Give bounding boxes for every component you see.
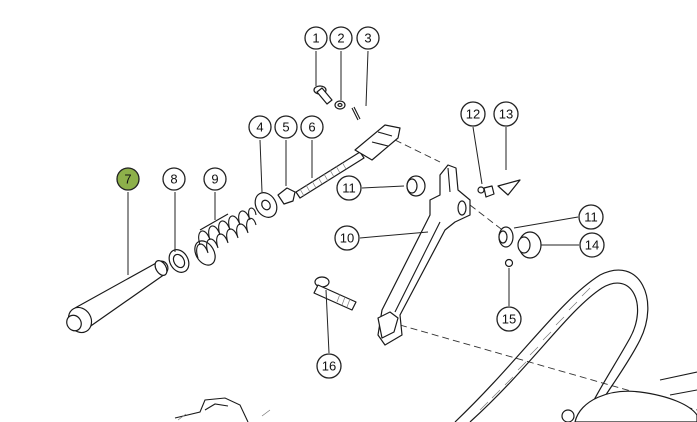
part-4-washer (254, 192, 278, 218)
callout-2: 2 (329, 26, 353, 50)
callout-13-label: 13 (499, 107, 513, 122)
part-2-washer (334, 100, 346, 110)
callout-11-upper: 11 (336, 175, 362, 201)
callout-11-lower: 11 (578, 204, 604, 230)
callout-10-label: 10 (340, 231, 354, 246)
callout-14: 14 (579, 232, 605, 258)
callout-12-label: 12 (466, 107, 480, 122)
callout-8: 8 (162, 167, 186, 191)
callout-5: 5 (274, 115, 298, 139)
callout-5-label: 5 (282, 120, 289, 135)
callout-7-label: 7 (124, 172, 131, 187)
part-1-pin (313, 85, 333, 105)
drive-belt (454, 269, 697, 422)
part-8-ring (168, 249, 190, 273)
callout-4-label: 4 (256, 120, 263, 135)
callout-14-label: 14 (585, 238, 599, 253)
callout-1: 1 (304, 26, 328, 50)
part-6-threaded-rod (295, 124, 401, 199)
part-7-sleeve (66, 260, 169, 334)
callout-1-label: 1 (312, 31, 319, 46)
part-10-tension-arm (377, 164, 471, 346)
callout-15: 15 (496, 306, 522, 332)
callout-9-label: 9 (211, 172, 218, 187)
part-3-cotter-pin (351, 106, 361, 121)
leader-lines (127, 50, 579, 354)
callout-11-upper-label: 11 (342, 181, 356, 196)
part-5-nut (277, 187, 296, 205)
callout-11-lower-label: 11 (584, 210, 598, 225)
callout-2-label: 2 (337, 31, 344, 46)
callout-9: 9 (203, 167, 227, 191)
callout-13: 13 (493, 101, 519, 127)
part-11-bushing-lower (498, 226, 514, 248)
part-11-bushing-upper (406, 175, 426, 197)
callout-12: 12 (460, 101, 486, 127)
part-12-grease-nipple (477, 185, 495, 198)
callout-3-label: 3 (364, 31, 371, 46)
housing-fragment (174, 397, 271, 422)
part-16-bolt (313, 276, 357, 311)
callout-4: 4 (248, 115, 272, 139)
part-13-wedge (497, 179, 521, 196)
callout-8-label: 8 (170, 172, 177, 187)
callout-3: 3 (356, 26, 380, 50)
part-9-spring (194, 207, 257, 266)
callout-15-label: 15 (502, 312, 516, 327)
callout-10: 10 (334, 225, 360, 251)
part-14-roller (517, 231, 542, 259)
callout-16: 16 (316, 353, 342, 379)
callout-16-label: 16 (322, 359, 336, 374)
callout-6: 6 (300, 115, 324, 139)
callout-7: 7 (116, 167, 140, 191)
part-15-nut (504, 258, 514, 268)
callout-6-label: 6 (308, 120, 315, 135)
